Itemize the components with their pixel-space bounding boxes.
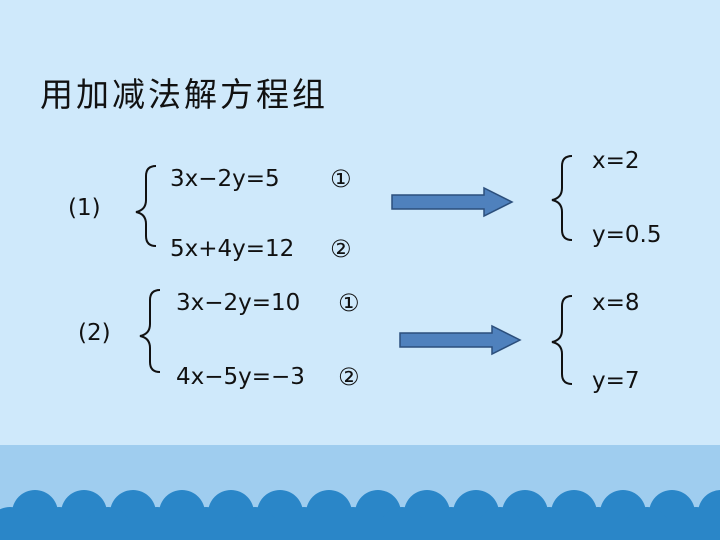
- left-brace-1: [135, 165, 157, 247]
- page-title: 用加减法解方程组: [40, 75, 328, 114]
- solution-1-x: x=2: [592, 148, 640, 174]
- arrow-right-icon: [391, 186, 514, 218]
- equation-marker-1-1: ①: [330, 165, 352, 193]
- solution-brace-1: [551, 155, 573, 241]
- solution-brace-2: [551, 295, 573, 385]
- equation-1-1: 3x−2y=5: [170, 166, 280, 192]
- equation-marker-2-1: ①: [338, 289, 360, 317]
- wave-decoration: [0, 490, 720, 540]
- arrow-right-icon: [399, 324, 522, 356]
- equation-1-2: 5x+4y=12: [170, 236, 295, 262]
- left-brace-2: [139, 289, 161, 373]
- equation-marker-2-2: ②: [338, 363, 360, 391]
- equation-2-2: 4x−5y=−3: [176, 364, 305, 390]
- solution-2-x: x=8: [592, 290, 640, 316]
- wave-base: [0, 520, 720, 540]
- equation-marker-1-2: ②: [330, 235, 352, 263]
- problem-label-1: (1): [68, 195, 101, 221]
- equation-2-1: 3x−2y=10: [176, 290, 301, 316]
- solution-1-y: y=0.5: [592, 222, 662, 248]
- problem-label-2: (2): [78, 320, 111, 346]
- solution-2-y: y=7: [592, 368, 640, 394]
